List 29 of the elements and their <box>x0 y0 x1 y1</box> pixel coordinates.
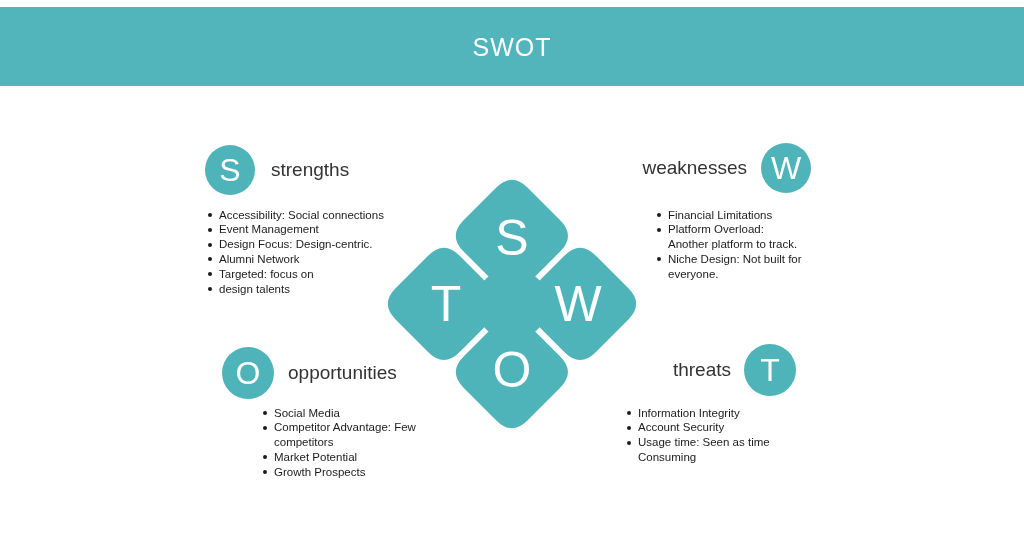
list-item-text: Design Focus: Design-centric. <box>219 237 374 252</box>
section-heading: strengths <box>271 159 350 181</box>
list-item-text: Accessibility: Social connections <box>219 207 385 223</box>
list-item-text: Usage time: Seen as time Consuming <box>638 435 771 465</box>
list-item-text: Event Management <box>219 222 320 238</box>
list-item-text: Market Potential <box>274 450 359 465</box>
letter-circle: W <box>761 143 811 193</box>
list-item-text: Alumni Network <box>219 252 301 267</box>
list-item-text: Niche Design: Not built for everyone. <box>668 252 803 282</box>
list-item-text: Targeted: focus on <box>219 266 315 282</box>
list-item-text: Growth Prospects <box>274 464 367 480</box>
petal-letter: S <box>495 213 529 263</box>
petal-letter: W <box>554 279 602 329</box>
section-heading: opportunities <box>288 362 397 384</box>
petal-letter: T <box>430 279 462 329</box>
letter-circle: T <box>744 344 796 396</box>
letter-circle: O <box>222 347 274 399</box>
list-item-text: Platform Overload: Another platform to track. <box>668 222 799 252</box>
list-item-text: Social Media <box>274 405 341 421</box>
letter-circle: S <box>205 145 255 195</box>
list-item-text: Information Integrity <box>638 405 741 421</box>
list-item-text: Account Security <box>638 420 726 436</box>
diagram-title: SWOT <box>472 32 552 61</box>
list-item-text: Financial Limitations <box>668 207 774 223</box>
section-heading: threats <box>672 359 731 381</box>
petal-letter: O <box>492 345 532 395</box>
section-heading: weaknesses <box>642 157 747 179</box>
list-item-text: Competitor Advantage: Few competitors <box>274 420 417 450</box>
list-item-text: design talents <box>219 281 291 297</box>
